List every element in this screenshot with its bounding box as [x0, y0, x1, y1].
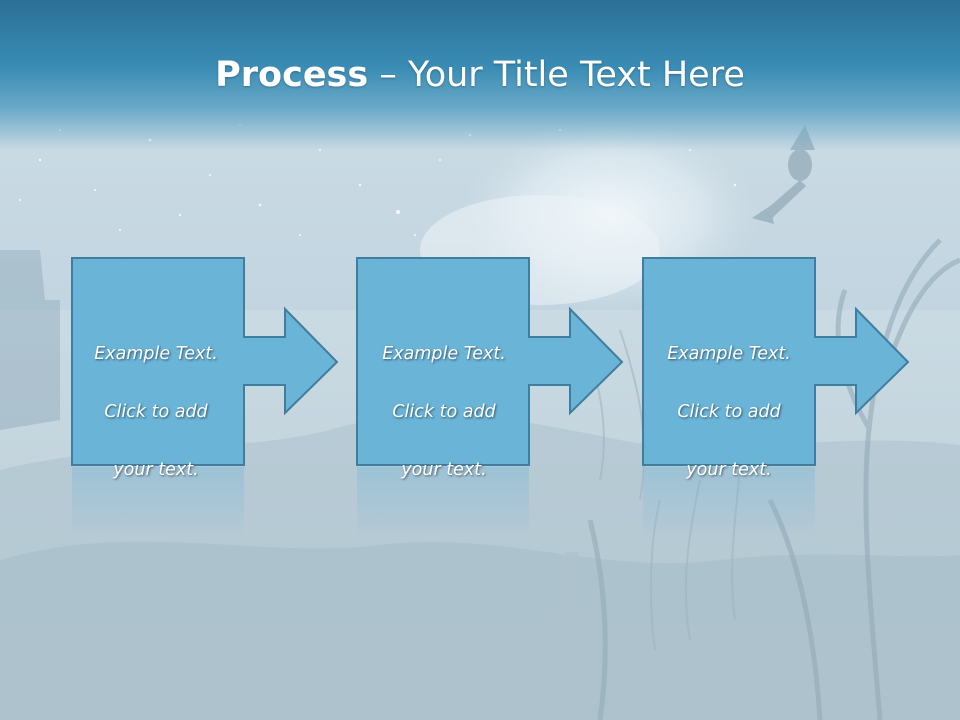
step-text-line: Example Text. — [667, 344, 791, 364]
process-step-2-text[interactable]: Example Text. Click to add your text. — [362, 311, 526, 514]
step-3-reflection — [643, 467, 815, 537]
process-step-1-text[interactable]: Example Text. Click to add your text. — [74, 311, 238, 514]
step-text-line: Click to add — [104, 402, 208, 422]
step-text-line: Click to add — [392, 402, 496, 422]
title-bold-part: Process — [215, 55, 369, 95]
step-text-line: Click to add — [677, 402, 781, 422]
title-bar — [0, 0, 960, 150]
process-step-3-text[interactable]: Example Text. Click to add your text. — [647, 311, 811, 514]
step-2-reflection — [357, 467, 529, 537]
step-text-line: Example Text. — [382, 344, 506, 364]
step-text-line: your text. — [113, 460, 199, 480]
step-1-reflection — [72, 467, 244, 537]
step-text-line: Example Text. — [94, 344, 218, 364]
step-text-line: your text. — [686, 460, 772, 480]
process-step-3-shape[interactable] — [642, 257, 910, 466]
process-step-2-shape[interactable] — [356, 257, 624, 466]
slide-title[interactable]: Process – Your Title Text Here — [0, 52, 960, 98]
title-rest-part: – Your Title Text Here — [368, 55, 745, 95]
step-text-line: your text. — [401, 460, 487, 480]
process-step-1-shape[interactable] — [71, 257, 339, 466]
